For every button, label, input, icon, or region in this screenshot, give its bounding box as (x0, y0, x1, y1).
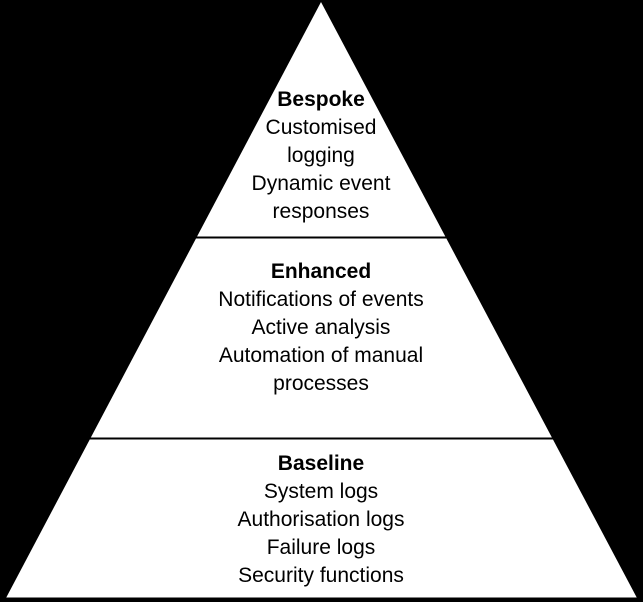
tier-baseline: Baseline System logs Authorisation logs … (171, 450, 471, 590)
pyramid-shape (6, 2, 637, 598)
tier-bespoke-item: Customised logging (265, 116, 377, 167)
tier-bespoke-heading: Bespoke (277, 88, 365, 111)
tier-baseline-item: Authorisation logs (237, 508, 405, 531)
tier-bespoke-item: Dynamic event responses (251, 172, 391, 223)
tier-enhanced-item: Notifications of events (218, 288, 424, 311)
tier-baseline-item: System logs (263, 480, 379, 503)
tier-enhanced: Enhanced Notifications of events Active … (196, 258, 446, 398)
tier-baseline-item: Failure logs (266, 536, 376, 559)
tier-enhanced-heading: Enhanced (270, 260, 372, 283)
tier-bespoke: Bespoke Customised logging Dynamic event… (236, 86, 406, 226)
tier-enhanced-item: Automation of manual processes (218, 344, 424, 395)
tier-baseline-item: Security functions (238, 564, 404, 587)
tier-baseline-heading: Baseline (277, 452, 365, 475)
tier-enhanced-item: Active analysis (251, 316, 391, 339)
